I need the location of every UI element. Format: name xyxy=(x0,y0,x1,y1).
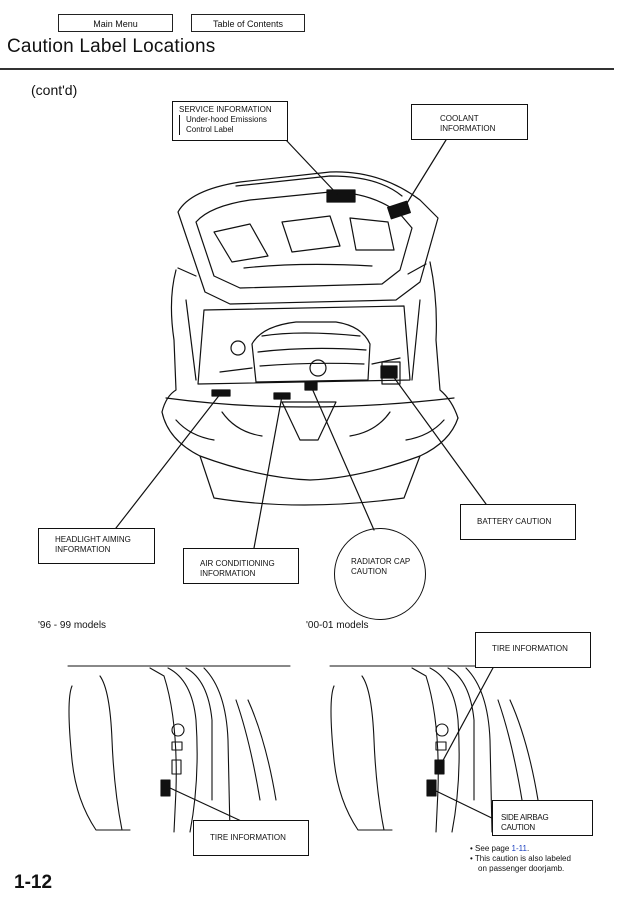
see-page-link[interactable]: 1-11 xyxy=(511,844,527,853)
right-fender xyxy=(429,261,459,419)
coolant-information-label: COOLANT INFORMATION xyxy=(411,104,528,140)
note-see-page: • See page 1-11. xyxy=(470,844,530,853)
table-of-contents-button[interactable]: Table of Contents xyxy=(191,14,305,32)
front-bumper xyxy=(161,411,459,481)
note-doorjamb-cont: on passenger doorjamb. xyxy=(478,864,565,873)
radiator-cap-caution-label: RADIATOR CAP CAUTION xyxy=(334,528,426,620)
battery-caution-label: BATTERY CAUTION xyxy=(460,504,576,540)
tire-information-label-right: TIRE INFORMATION xyxy=(475,632,591,668)
door-jamb-right xyxy=(329,665,561,833)
note-doorjamb: • This caution is also labeled xyxy=(470,854,571,863)
tire-information-label-left: TIRE INFORMATION xyxy=(193,820,309,856)
side-airbag-label-marker xyxy=(426,779,437,797)
title-divider xyxy=(0,68,614,70)
engine-block xyxy=(251,321,371,383)
model-label-left: '96 - 99 models xyxy=(38,620,107,631)
hood-inner xyxy=(195,191,413,289)
side-airbag-caution-label: SIDE AIRBAG CAUTION xyxy=(492,800,593,836)
main-menu-button[interactable]: Main Menu xyxy=(58,14,173,32)
air-conditioning-label: AIR CONDITIONING INFORMATION xyxy=(183,548,299,584)
page-title: Caution Label Locations xyxy=(7,36,216,57)
battery-label-marker xyxy=(380,365,398,379)
coolant-label-marker xyxy=(387,200,411,220)
continued-label: (cont'd) xyxy=(31,82,78,98)
model-label-right: '00-01 models xyxy=(306,620,369,631)
grille xyxy=(281,401,337,441)
hood-outline xyxy=(177,171,439,305)
tire-label-marker-left xyxy=(160,779,171,797)
page-number: 1-12 xyxy=(14,872,53,893)
service-information-label: SERVICE INFORMATION Under-hood Emissions… xyxy=(172,101,288,141)
headlight-aiming-label: HEADLIGHT AIMING INFORMATION xyxy=(38,528,155,564)
door-jamb-left xyxy=(67,665,291,833)
footnotes: • See page 1-11. • This caution is also … xyxy=(470,844,571,874)
service-label-marker xyxy=(326,189,356,203)
tire-label-marker-right xyxy=(434,759,445,775)
left-fender xyxy=(161,269,177,413)
